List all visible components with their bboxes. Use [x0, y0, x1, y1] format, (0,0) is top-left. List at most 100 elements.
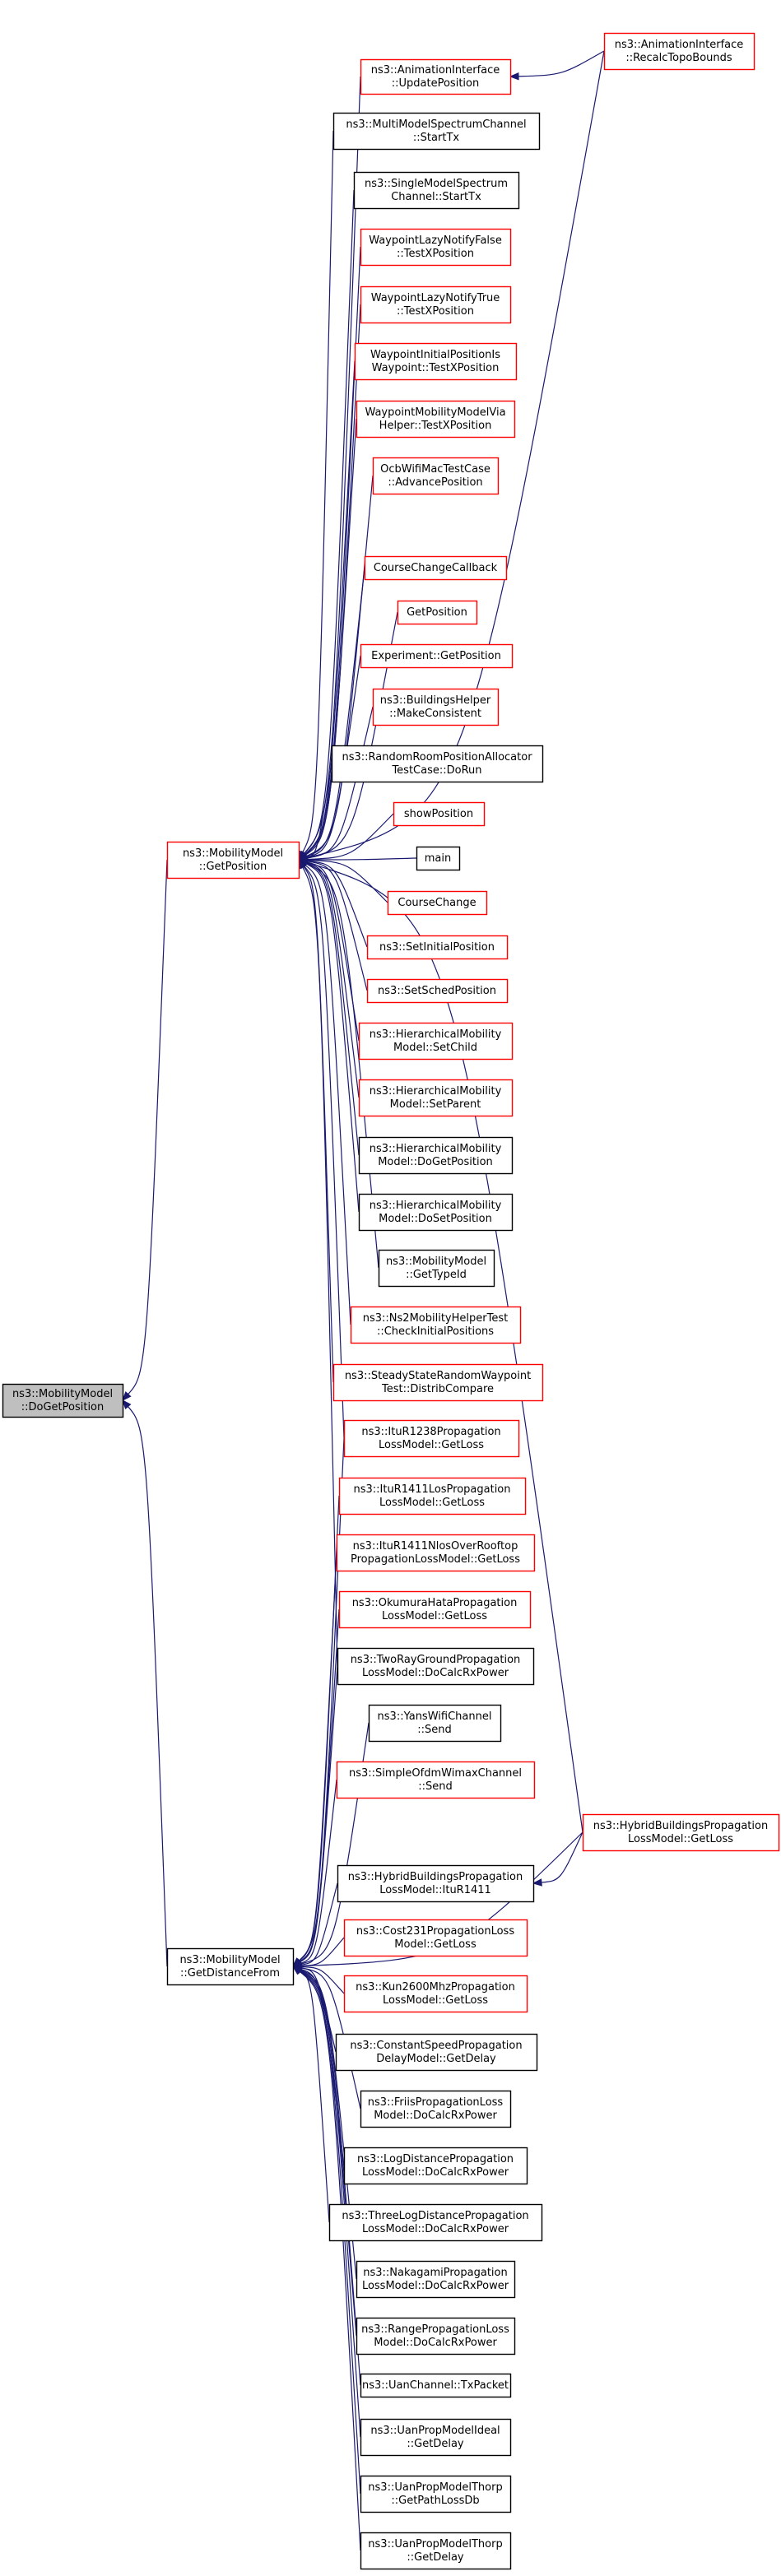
node-box [368, 1704, 502, 1743]
edge-simpleofdm-to-getdist [291, 1779, 337, 1967]
node-main[interactable]: main [416, 846, 461, 871]
node-label-line: ns3::HierarchicalMobility [370, 1085, 502, 1098]
node-box [364, 555, 508, 581]
node-label-line: Test::DistribCompare [381, 1383, 494, 1395]
node-label-line: ::GetTypeId [406, 1269, 467, 1281]
node-constspeed[interactable]: ns3::ConstantSpeedPropagationDelayModel:… [335, 2033, 538, 2072]
node-label-line: LossModel::DoCalcRxPower [362, 2223, 509, 2235]
edge-multimodel-to-getpos [298, 130, 334, 861]
node-root[interactable]: ns3::MobilityModel::DoGetPosition [2, 1383, 124, 1418]
node-getpos[interactable]: ns3::MobilityModel::GetPosition [166, 841, 300, 880]
node-label-line: Experiment::GetPosition [371, 650, 501, 662]
node-simpleofdm[interactable]: ns3::SimpleOfdmWimaxChannel::Send [336, 1761, 536, 1799]
edge-arrowhead [509, 72, 519, 81]
node-wp-lazy-false[interactable]: WaypointLazyNotifyFalse::TestXPosition [360, 228, 512, 267]
node-label-line: ns3::MobilityModel [386, 1256, 486, 1268]
node-getdist[interactable]: ns3::MobilityModel::GetDistanceFrom [166, 1947, 295, 1986]
node-mm-gettypeid[interactable]: ns3::MobilityModel::GetTypeId [378, 1249, 495, 1288]
node-box [350, 1306, 522, 1344]
node-ocb[interactable]: OcbWifiMacTestCase::AdvancePosition [372, 457, 500, 495]
node-setsched[interactable]: ns3::SetSchedPosition [366, 978, 509, 1004]
node-uan-thorp-delay[interactable]: ns3::UanPropModelThorp::GetDelay [360, 2532, 512, 2570]
node-uan-ideal[interactable]: ns3::UanPropModelIdeal::GetDelay [360, 2418, 512, 2457]
node-itur1411nlos[interactable]: ns3::ItuR1411NlosOverRooftopPropagationL… [336, 1534, 536, 1572]
node-label-line: ::Send [418, 1780, 453, 1793]
node-label-line: ns3::ItuR1238Propagation [361, 1426, 500, 1438]
node-cost231[interactable]: ns3::Cost231PropagationLossModel::GetLos… [343, 1919, 528, 1957]
node-label-line: CourseChange [397, 897, 476, 909]
node-buildings-helper[interactable]: ns3::BuildingsHelper::MakeConsistent [372, 688, 500, 726]
node-anim-recalc[interactable]: ns3::AnimationInterface::RecalcTopoBound… [603, 32, 755, 71]
node-label-line: ::AdvancePosition [388, 476, 482, 489]
node-showposition[interactable]: showPosition [393, 801, 486, 827]
node-hybrid-itur1411[interactable]: ns3::HybridBuildingsPropagationLossModel… [337, 1864, 535, 1903]
node-box [356, 2317, 516, 2356]
node-steadystate[interactable]: ns3::SteadyStateRandomWaypointTest::Dist… [332, 1363, 544, 1402]
edge-hier_dogetpos-to-getpos [297, 859, 360, 1156]
node-box [353, 171, 520, 210]
node-wp-initial[interactable]: WaypointInitialPositionIsWaypoint::TestX… [354, 342, 518, 381]
node-multimodel[interactable]: ns3::MultiModelSpectrumChannel::StartTx [332, 112, 541, 151]
node-label-line: ::StartTx [413, 132, 459, 144]
node-label-line: TestCase::DoRun [391, 764, 481, 777]
node-label-line: ns3::HybridBuildingsPropagation [593, 1820, 768, 1832]
node-label-line: LossModel::GetLoss [382, 1610, 487, 1622]
node-friis[interactable]: ns3::FriisPropagationLossModel::DoCalcRx… [360, 2090, 512, 2128]
node-hier-dosetpos[interactable]: ns3::HierarchicalMobilityModel::DoSetPos… [358, 1193, 514, 1232]
node-box [603, 32, 755, 71]
node-hier-dogetpos[interactable]: ns3::HierarchicalMobilityModel::DoGetPos… [358, 1136, 514, 1175]
node-experiment[interactable]: Experiment::GetPosition [360, 643, 514, 669]
node-threelog[interactable]: ns3::ThreeLogDistancePropagationLossMode… [328, 2203, 543, 2242]
node-label-line: showPosition [404, 808, 473, 820]
node-kun2600[interactable]: ns3::Kun2600MhzPropagationLossModel::Get… [343, 1975, 528, 2013]
node-label-line: ns3::ConstantSpeedPropagation [350, 2040, 522, 2052]
node-uan-thorp-pathloss[interactable]: ns3::UanPropModelThorp::GetPathLossDb [360, 2475, 512, 2513]
node-label-line: ns3::HierarchicalMobility [370, 1143, 502, 1155]
node-wp-lazy-true[interactable]: WaypointLazyNotifyTrue::TestXPosition [360, 285, 512, 324]
node-wp-via-helper[interactable]: WaypointMobilityModelViaHelper::TestXPos… [356, 400, 516, 439]
node-itur1411los[interactable]: ns3::ItuR1411LosPropagationLossModel::Ge… [338, 1477, 527, 1515]
node-box [354, 342, 518, 381]
node-logdist[interactable]: ns3::LogDistancePropagationLossModel::Do… [343, 2147, 528, 2185]
node-random-room[interactable]: ns3::RandomRoomPositionAllocatorTestCase… [331, 745, 544, 783]
node-label-line: WaypointLazyNotifyTrue [371, 292, 500, 304]
node-label-line: Helper::TestXPosition [379, 420, 492, 432]
node-hybrid-getloss[interactable]: ns3::HybridBuildingsPropagationLossModel… [582, 1813, 780, 1852]
node-label-line: ns3::UanPropModelThorp [368, 2538, 502, 2550]
node-box [372, 457, 500, 495]
node-label-line: ns3::HierarchicalMobility [370, 1028, 502, 1041]
node-getposition-fn[interactable]: GetPosition [397, 600, 478, 625]
node-itur1238[interactable]: ns3::ItuR1238PropagationLossModel::GetLo… [343, 1419, 520, 1458]
node-ns2test[interactable]: ns3::Ns2MobilityHelperTest::CheckInitial… [350, 1306, 522, 1344]
node-label-line: Model::SetParent [390, 1098, 481, 1111]
node-okumura[interactable]: ns3::OkumuraHataPropagationLossModel::Ge… [338, 1590, 532, 1629]
node-coursechangecb[interactable]: CourseChangeCallback [364, 555, 508, 581]
node-label-line: WaypointMobilityModelVia [365, 406, 505, 419]
node-tworay[interactable]: ns3::TwoRayGroundPropagationLossModel::D… [337, 1647, 535, 1686]
node-box [378, 1249, 495, 1288]
node-uan-txpacket[interactable]: ns3::UanChannel::TxPacket [360, 2373, 512, 2398]
node-label-line: LossModel::GetLoss [379, 1497, 485, 1509]
node-box [372, 688, 500, 726]
node-setinitial[interactable]: ns3::SetInitialPosition [366, 935, 509, 960]
node-anim-update[interactable]: ns3::AnimationInterface::UpdatePosition [360, 58, 512, 95]
node-label-line: LossModel::GetLoss [383, 1994, 488, 2007]
node-label-line: ::CheckInitialPositions [377, 1325, 494, 1338]
node-box [343, 1419, 520, 1458]
node-hier-setparent[interactable]: ns3::HierarchicalMobilityModel::SetParen… [358, 1079, 514, 1117]
node-label-line: ::GetDelay [407, 2438, 464, 2450]
node-nakagami[interactable]: ns3::NakagamiPropagationLossModel::DoCal… [356, 2260, 516, 2299]
node-label-line: ns3::YansWifiChannel [378, 1710, 492, 1723]
node-label-line: LossModel::ItuR1411 [379, 1884, 491, 1896]
edge-uan_thorp_delay-to-getdist [291, 1966, 361, 2551]
edges-layer [122, 50, 605, 2551]
node-range[interactable]: ns3::RangePropagationLossModel::DoCalcRx… [356, 2317, 516, 2356]
node-box [358, 1136, 514, 1175]
node-box [343, 1919, 528, 1957]
node-box [360, 643, 514, 669]
node-yans[interactable]: ns3::YansWifiChannel::Send [368, 1704, 502, 1743]
edge-steadystate-to-getpos [298, 858, 334, 1383]
node-coursechange[interactable]: CourseChange [387, 890, 488, 916]
